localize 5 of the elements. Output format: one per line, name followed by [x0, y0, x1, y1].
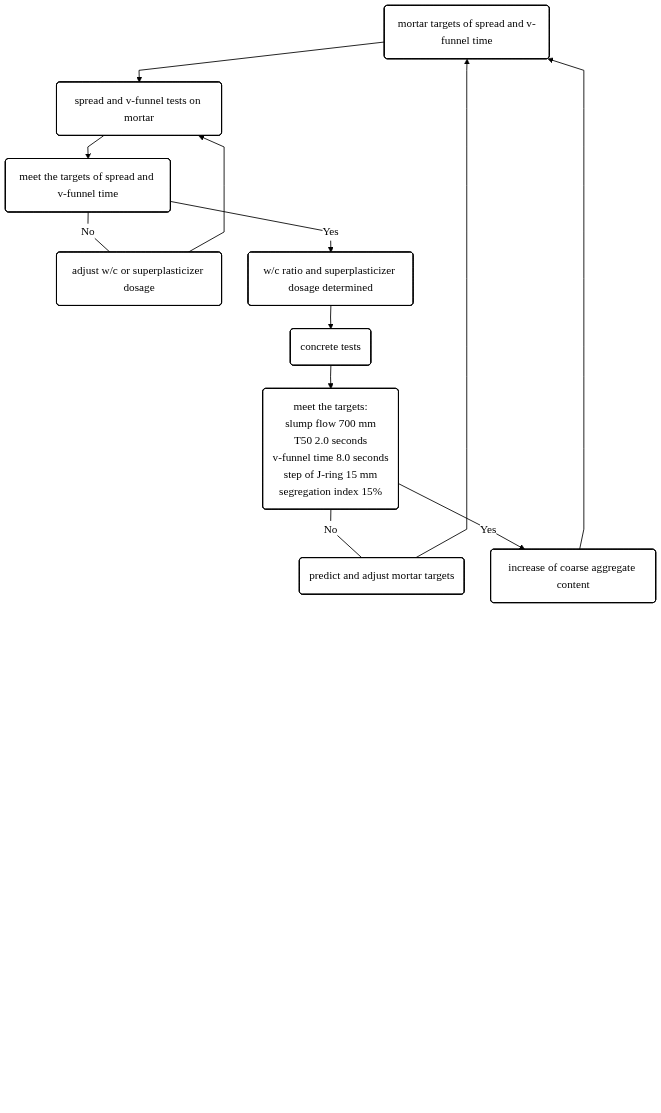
- edge-label: Yes: [479, 522, 497, 536]
- edge-label: No: [323, 522, 338, 536]
- edge-label: Yes: [322, 225, 339, 239]
- edge-label: No: [80, 225, 95, 239]
- connector: [330, 509, 363, 559]
